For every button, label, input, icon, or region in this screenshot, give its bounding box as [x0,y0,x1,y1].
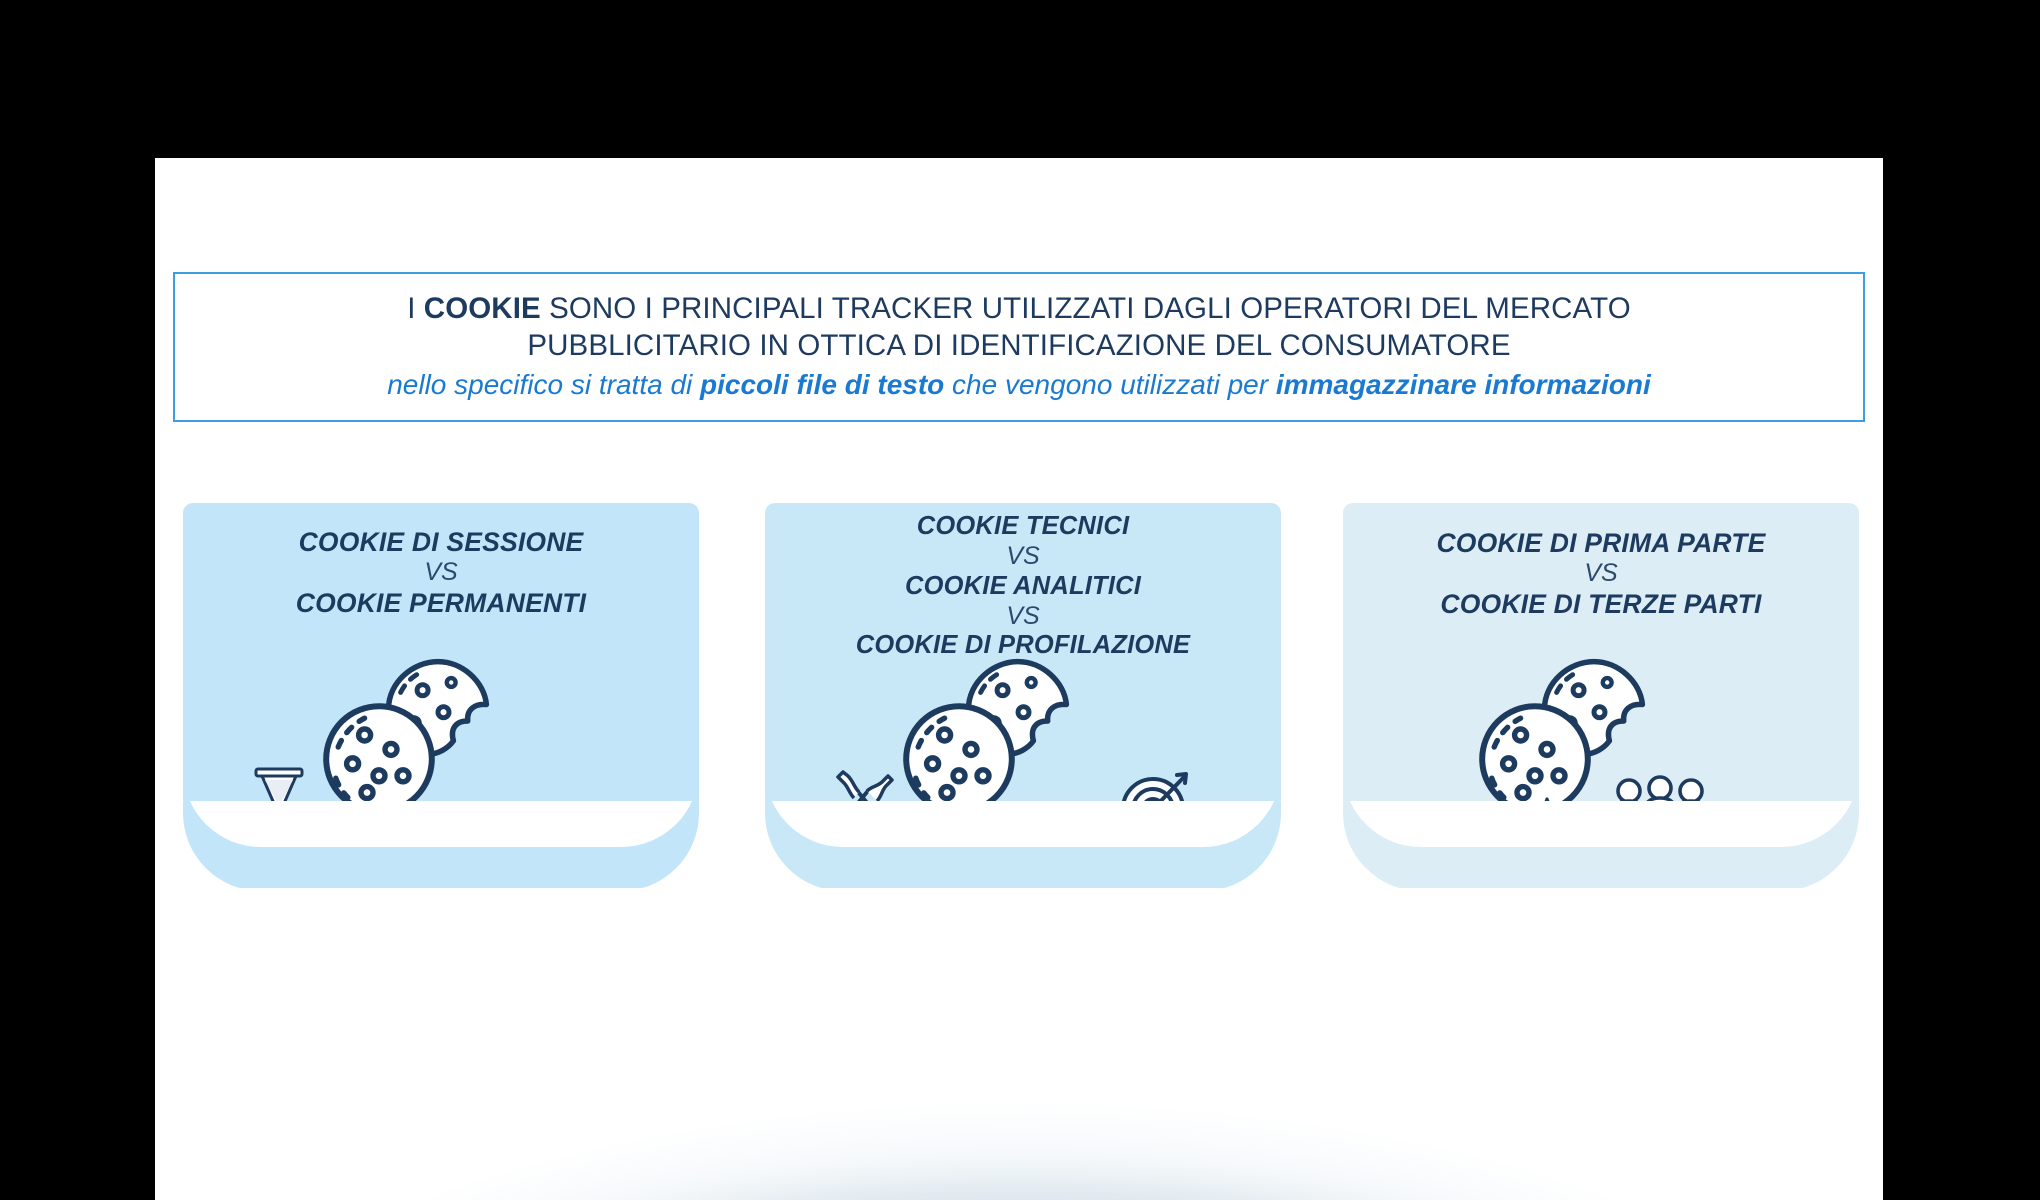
card-2-title-top: COOKIE TECNICI [916,512,1130,540]
card-1-cup-separator [183,801,699,891]
card-1-titles: COOKIE DI SESSIONE VS COOKIE PERMANENTI [183,503,699,618]
card-first-vs-third-party: COOKIE DI PRIMA PARTE VS COOKIE DI TERZE… [1343,503,1859,955]
card-3-titles: COOKIE DI PRIMA PARTE VS COOKIE DI TERZE… [1343,503,1859,619]
headline-line-2: PUBBLICITARIO IN OTTICA DI IDENTIFICAZIO… [527,329,1511,363]
card-3-cup-inner [1343,801,1859,847]
card-1-title-bottom: COOKIE PERMANENTI [295,587,587,618]
card-1-title-top: COOKIE DI SESSIONE [298,527,584,557]
card-3-body: COOKIE DI PRIMA PARTE VS COOKIE DI TERZE… [1343,503,1859,873]
headline-subtitle: nello specifico si tratta di piccoli fil… [387,367,1651,403]
card-session-vs-permanent: COOKIE DI SESSIONE VS COOKIE PERMANENTI [183,503,699,955]
card-1-foot [183,889,699,955]
headline-cookie-keyword: COOKIE [423,292,541,326]
headline-line-1: I COOKIE SONO I PRINCIPALI TRACKER UTILI… [407,290,1631,327]
card-3-cup-separator [1343,801,1859,891]
card-3-title-bottom: COOKIE DI TERZE PARTI [1440,588,1762,619]
card-technical-analytics-profiling: COOKIE TECNICI VS COOKIE ANALITICI VS CO… [765,503,1281,955]
subtitle-part-2: che vengono utilizzati per [944,369,1276,401]
card-2-title-bottom: COOKIE DI PROFILAZIONE [855,631,1191,660]
card-2-titles: COOKIE TECNICI VS COOKIE ANALITICI VS CO… [765,503,1281,660]
card-2-foot [765,889,1281,955]
cookie-bitten-icon [385,658,490,757]
subtitle-part-1: nello specifico si tratta di [387,369,701,401]
cookie-bitten-icon [1541,658,1646,757]
presentation-slide: I COOKIE SONO I PRINCIPALI TRACKER UTILI… [155,158,1883,1200]
card-1-body: COOKIE DI SESSIONE VS COOKIE PERMANENTI [183,503,699,849]
headline-line1-prefix: I [407,292,424,326]
card-1-vs: VS [424,558,458,587]
cookie-category-cards: COOKIE DI SESSIONE VS COOKIE PERMANENTI [155,158,1883,1200]
card-2-vs-2: VS [1006,601,1040,630]
cookie-bitten-icon [965,658,1070,757]
card-2-vs-1: VS [1006,542,1040,571]
headline-panel: I COOKIE SONO I PRINCIPALI TRACKER UTILI… [173,272,1865,422]
card-3-title-top: COOKIE DI PRIMA PARTE [1436,528,1766,558]
card-2-body: COOKIE TECNICI VS COOKIE ANALITICI VS CO… [765,503,1281,868]
card-3-vs: VS [1584,559,1618,588]
subtitle-bold-1: piccoli file di testo [700,369,945,401]
subtitle-bold-2: immagazzinare informazioni [1275,369,1651,401]
card-3-foot [1343,889,1859,955]
headline-line1-suffix: SONO I PRINCIPALI TRACKER UTILIZZATI DAG… [540,292,1631,326]
card-2-cup-inner [765,801,1281,847]
card-2-title-middle: COOKIE ANALITICI [905,571,1141,600]
card-2-cup-separator [765,801,1281,891]
card-1-cup-inner [183,801,699,847]
